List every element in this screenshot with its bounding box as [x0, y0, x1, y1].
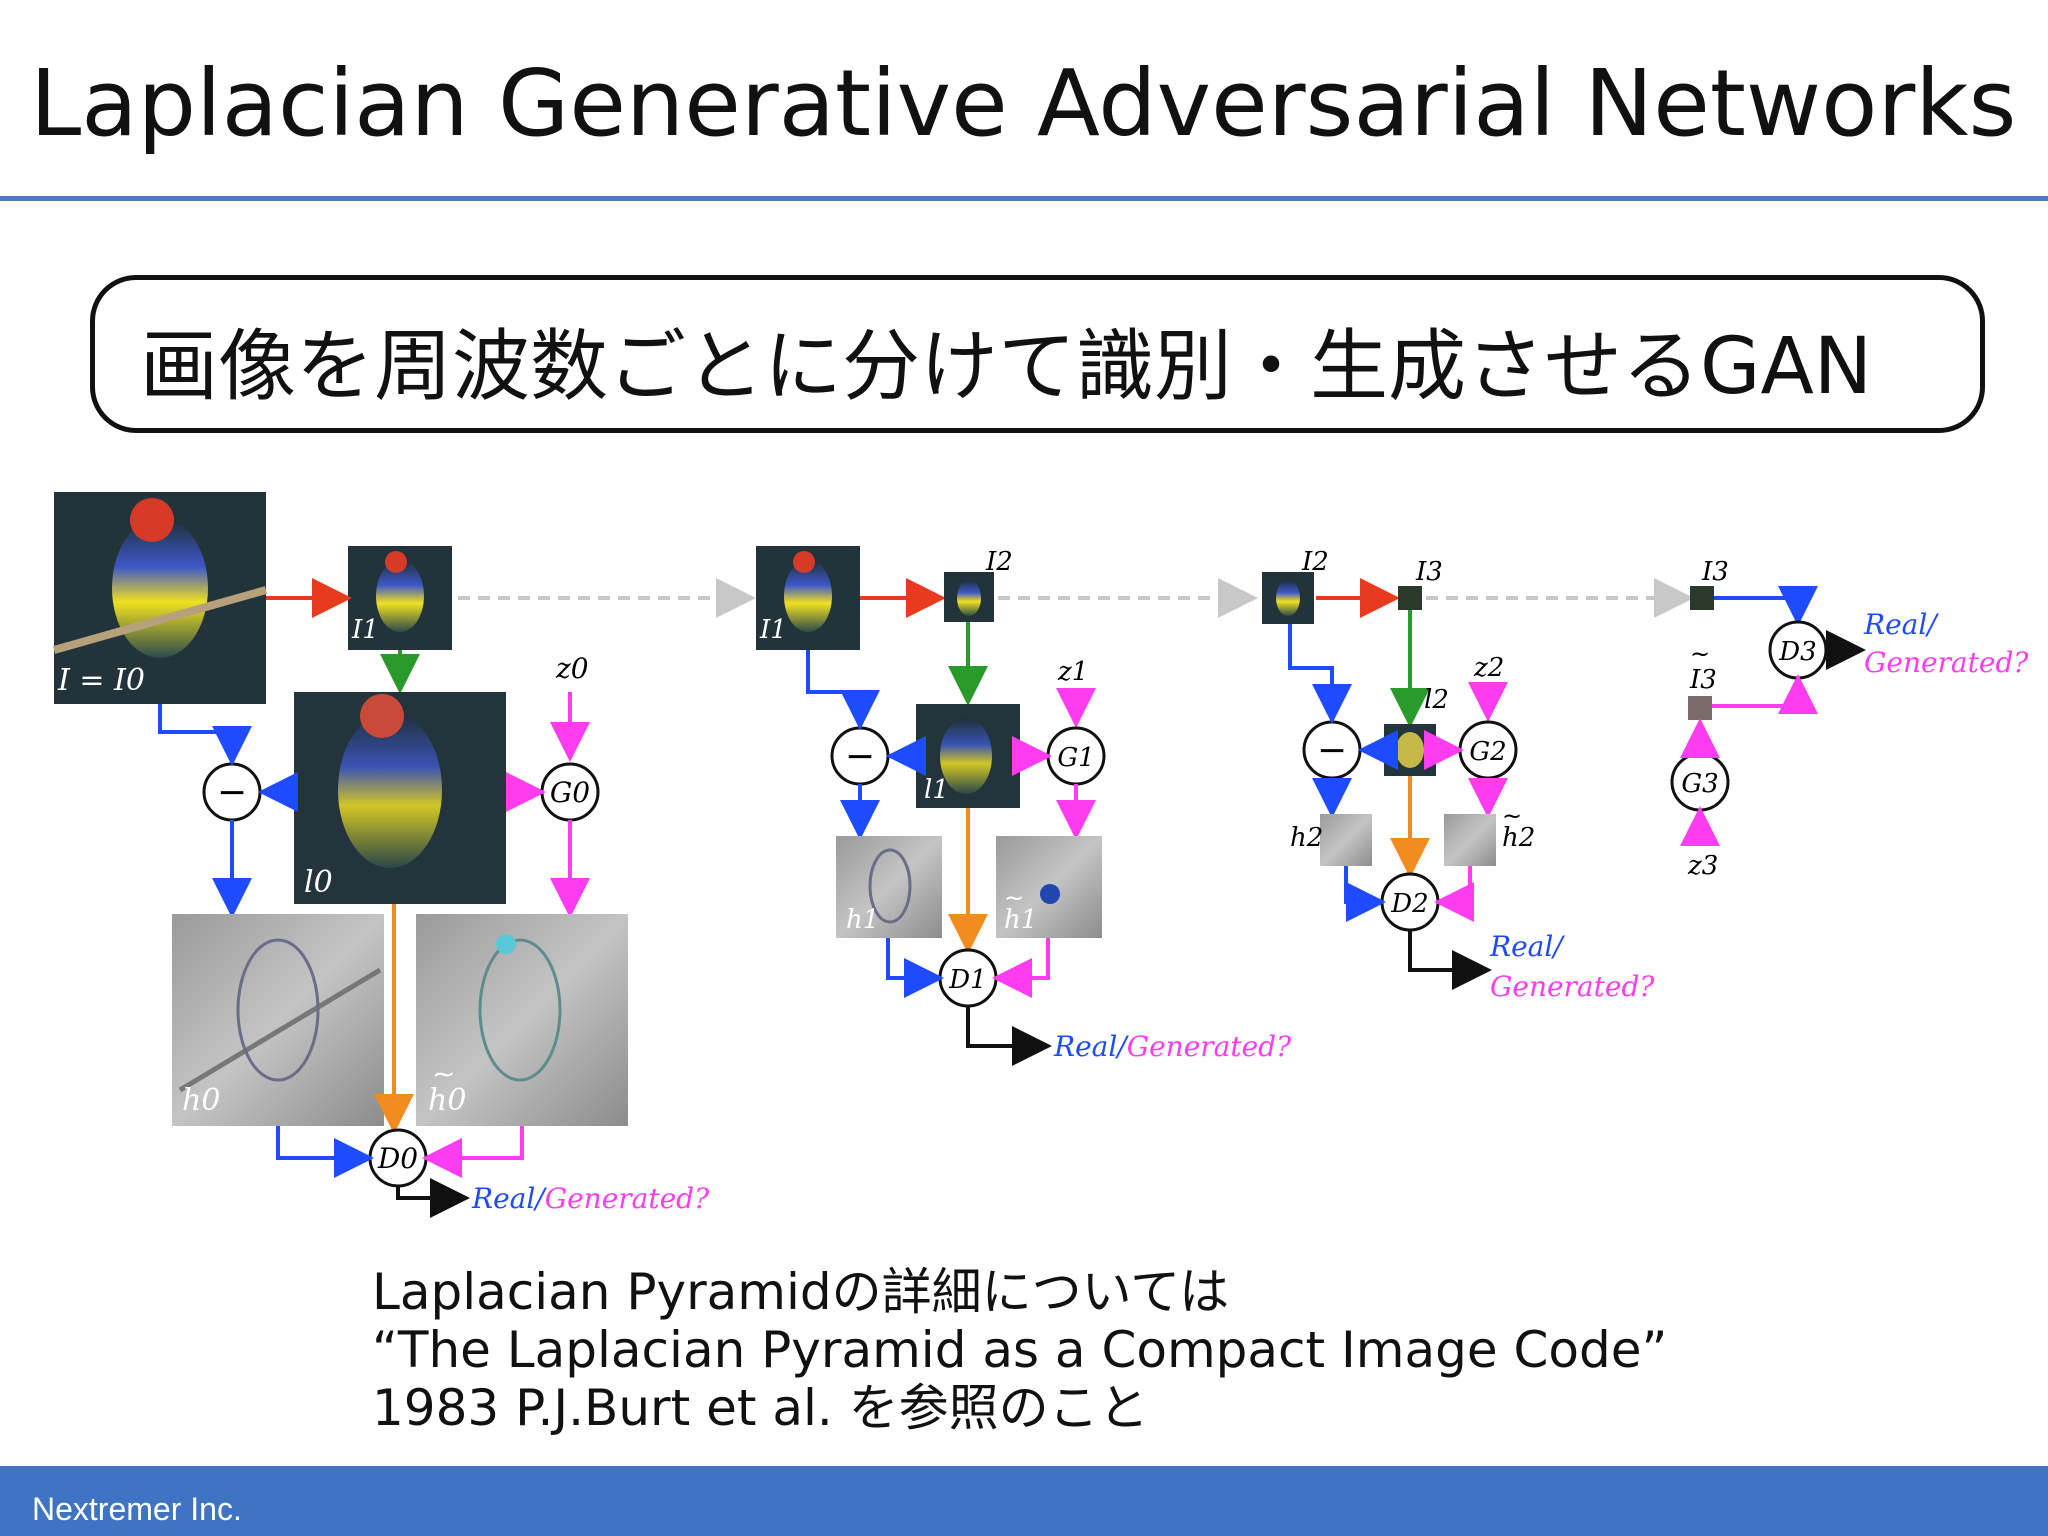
subtitle-text: 画像を周波数ごとに分けて識別・生成させるGAN [140, 322, 1873, 412]
stage-2: I2 I3 l2 − z2 G2 h2 h2 ~ D2 Real/ [1262, 547, 1694, 1003]
image-I3-b [1690, 586, 1714, 610]
reference-note: Laplacian Pyramidの詳細については “The Laplacian… [372, 1263, 1667, 1437]
label-G1: G1 [1057, 743, 1094, 773]
footer-company: Nextremer Inc. [32, 1491, 242, 1527]
stage-1: I1 I2 l1 − z1 G1 h1 [756, 546, 1292, 1066]
image-h2 [1320, 814, 1372, 866]
title-divider [0, 196, 2048, 201]
image-l0 [294, 692, 506, 904]
label-I1: I1 [351, 615, 379, 645]
label-z0: z0 [555, 652, 589, 685]
arrow-h1-to-D1 [886, 938, 944, 998]
image-I1-b [756, 546, 860, 650]
image-h1-tilde [996, 836, 1102, 938]
arrow-D0-output [396, 1178, 470, 1218]
minus-2: − [1317, 730, 1347, 771]
label-h0-tilde: h0 [428, 1083, 466, 1118]
note-line-1: Laplacian Pyramidの詳細については [372, 1263, 1230, 1321]
minus-1: − [845, 736, 875, 777]
label-G3: G3 [1681, 769, 1718, 799]
image-I0 [52, 492, 268, 704]
arrow-I1-to-minus [806, 650, 880, 730]
arrow-I2-to-minus [1288, 624, 1352, 724]
label-l2: l2 [1424, 685, 1449, 715]
image-h1 [836, 836, 942, 938]
tilde-I3: ~ [1690, 640, 1710, 668]
label-I2: I2 [985, 547, 1013, 577]
output-D2-real: Real/ [1489, 930, 1565, 963]
tilde-h0: ~ [432, 1057, 455, 1090]
tilde-h2: ~ [1502, 802, 1522, 830]
note-line-2: “The Laplacian Pyramid as a Compact Imag… [372, 1321, 1668, 1379]
subtitle-box [90, 275, 1985, 433]
image-l1 [916, 704, 1020, 808]
arrow-I3tilde-to-D3 [1712, 674, 1818, 714]
label-G0: G0 [550, 776, 590, 809]
label-D3: D3 [1778, 637, 1816, 667]
footer-bar [0, 1466, 2048, 1536]
stage-0: I = I0 I1 l0 − z0 G0 h [52, 492, 756, 1218]
image-I2-b [1262, 572, 1314, 624]
arrow-D1-output [966, 1006, 1052, 1066]
output-D1-generated: Generated? [1127, 1030, 1292, 1063]
output-D0: Real/Generated? [471, 1182, 710, 1215]
arrow-h0-to-D0 [276, 1126, 374, 1178]
label-h1-tilde: h1 [1004, 905, 1037, 935]
image-h0 [172, 914, 384, 1126]
slide-title: Laplacian Generative Adversarial Network… [30, 50, 2017, 157]
output-D1-real: Real/ [1053, 1030, 1129, 1063]
label-h1: h1 [846, 905, 879, 935]
arrow-h1tilde-to-D1 [992, 938, 1050, 998]
label-I1-b: I1 [759, 615, 787, 645]
label-G2: G2 [1469, 737, 1506, 767]
label-I3-b: I3 [1701, 557, 1729, 587]
output-D1: Real/Generated? [1053, 1030, 1292, 1063]
image-h0-tilde [416, 914, 628, 1126]
label-h0: h0 [182, 1083, 220, 1118]
image-I2 [944, 572, 994, 622]
label-D2: D2 [1390, 889, 1428, 919]
minus-0: − [217, 772, 247, 813]
lapgan-diagram: I = I0 I1 l0 − z0 G0 h [52, 492, 2029, 1218]
label-z2: z2 [1473, 653, 1504, 683]
arrow-h0tilde-to-D0 [422, 1126, 524, 1178]
label-h2-tilde: h2 [1502, 823, 1535, 853]
image-I3-tilde [1688, 696, 1712, 720]
stage-3: I3 D3 Real/ Generated? I3 ~ G3 z3 [1670, 557, 2029, 881]
arrow-I0-to-minus [158, 704, 252, 766]
label-l0: l0 [304, 865, 333, 900]
arrow-h2tilde-to-D2 [1434, 866, 1474, 922]
image-l2 [1384, 724, 1436, 776]
label-z3: z3 [1687, 851, 1718, 881]
label-I2-b: I2 [1301, 547, 1329, 577]
image-h2-tilde [1444, 814, 1496, 866]
output-D0-generated: Generated? [545, 1182, 710, 1215]
output-D2-generated: Generated? [1490, 970, 1655, 1003]
label-I3-tilde: I3 [1689, 665, 1717, 695]
label-I0: I = I0 [57, 663, 145, 698]
label-D1: D1 [948, 965, 986, 995]
arrow-I3-to-D3 [1714, 586, 1818, 626]
note-line-3: 1983 P.J.Burt et al. を参照のこと [372, 1379, 1149, 1437]
label-z1: z1 [1057, 657, 1088, 687]
output-D3-generated: Generated? [1864, 646, 2029, 679]
output-D3-real: Real/ [1863, 608, 1939, 641]
image-I1 [348, 546, 452, 650]
tilde-h1: ~ [1004, 884, 1024, 912]
image-I3 [1398, 586, 1422, 610]
label-D0: D0 [377, 1142, 418, 1175]
output-D0-real: Real/ [471, 1182, 547, 1215]
arrow-h2-to-D2 [1344, 866, 1386, 922]
label-l1: l1 [924, 775, 949, 805]
label-I3: I3 [1415, 557, 1443, 587]
label-h2: h2 [1290, 823, 1323, 853]
arrow-D2-output [1408, 930, 1492, 990]
